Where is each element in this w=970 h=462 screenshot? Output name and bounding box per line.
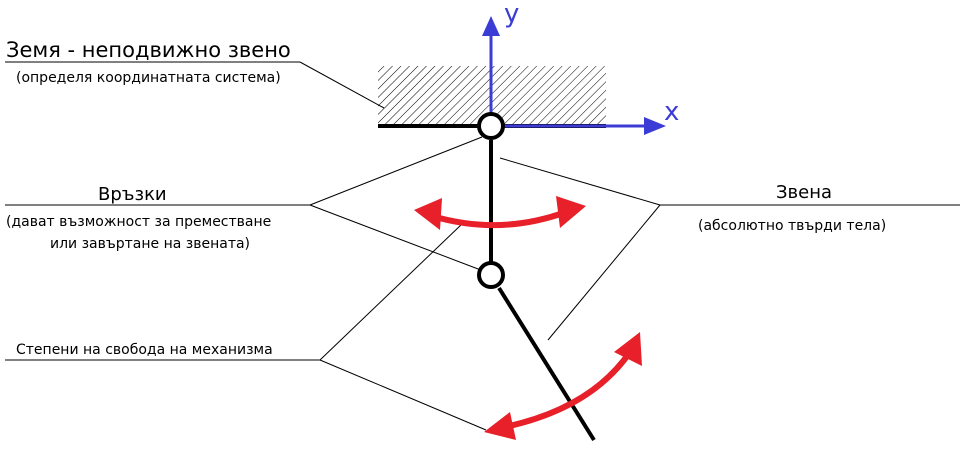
link-2 — [497, 286, 596, 442]
dof-title: Степени на свобода на механизма — [16, 342, 273, 358]
leader-lines — [5, 61, 960, 431]
ground-subtitle: (определя координатната система) — [16, 70, 281, 86]
rotation-arrow-upper — [414, 196, 586, 230]
ground-title: Земя - неподвижно звено — [6, 38, 291, 62]
coordinate-axes — [482, 16, 666, 135]
joints-subtitle-line1: (дават възможност за преместване — [6, 214, 271, 230]
axis-y-label: y — [504, 0, 519, 29]
links-title: Звена — [776, 182, 832, 203]
joint-middle — [477, 261, 505, 289]
axis-x-label: x — [664, 97, 679, 127]
rotation-arrow-lower — [484, 332, 642, 440]
joints-title: Връзки — [98, 184, 167, 205]
links-subtitle: (абсолютно твърди тела) — [698, 218, 886, 234]
joints-subtitle-line2: или завъртане на звената) — [50, 236, 250, 252]
joint-top — [477, 112, 505, 140]
